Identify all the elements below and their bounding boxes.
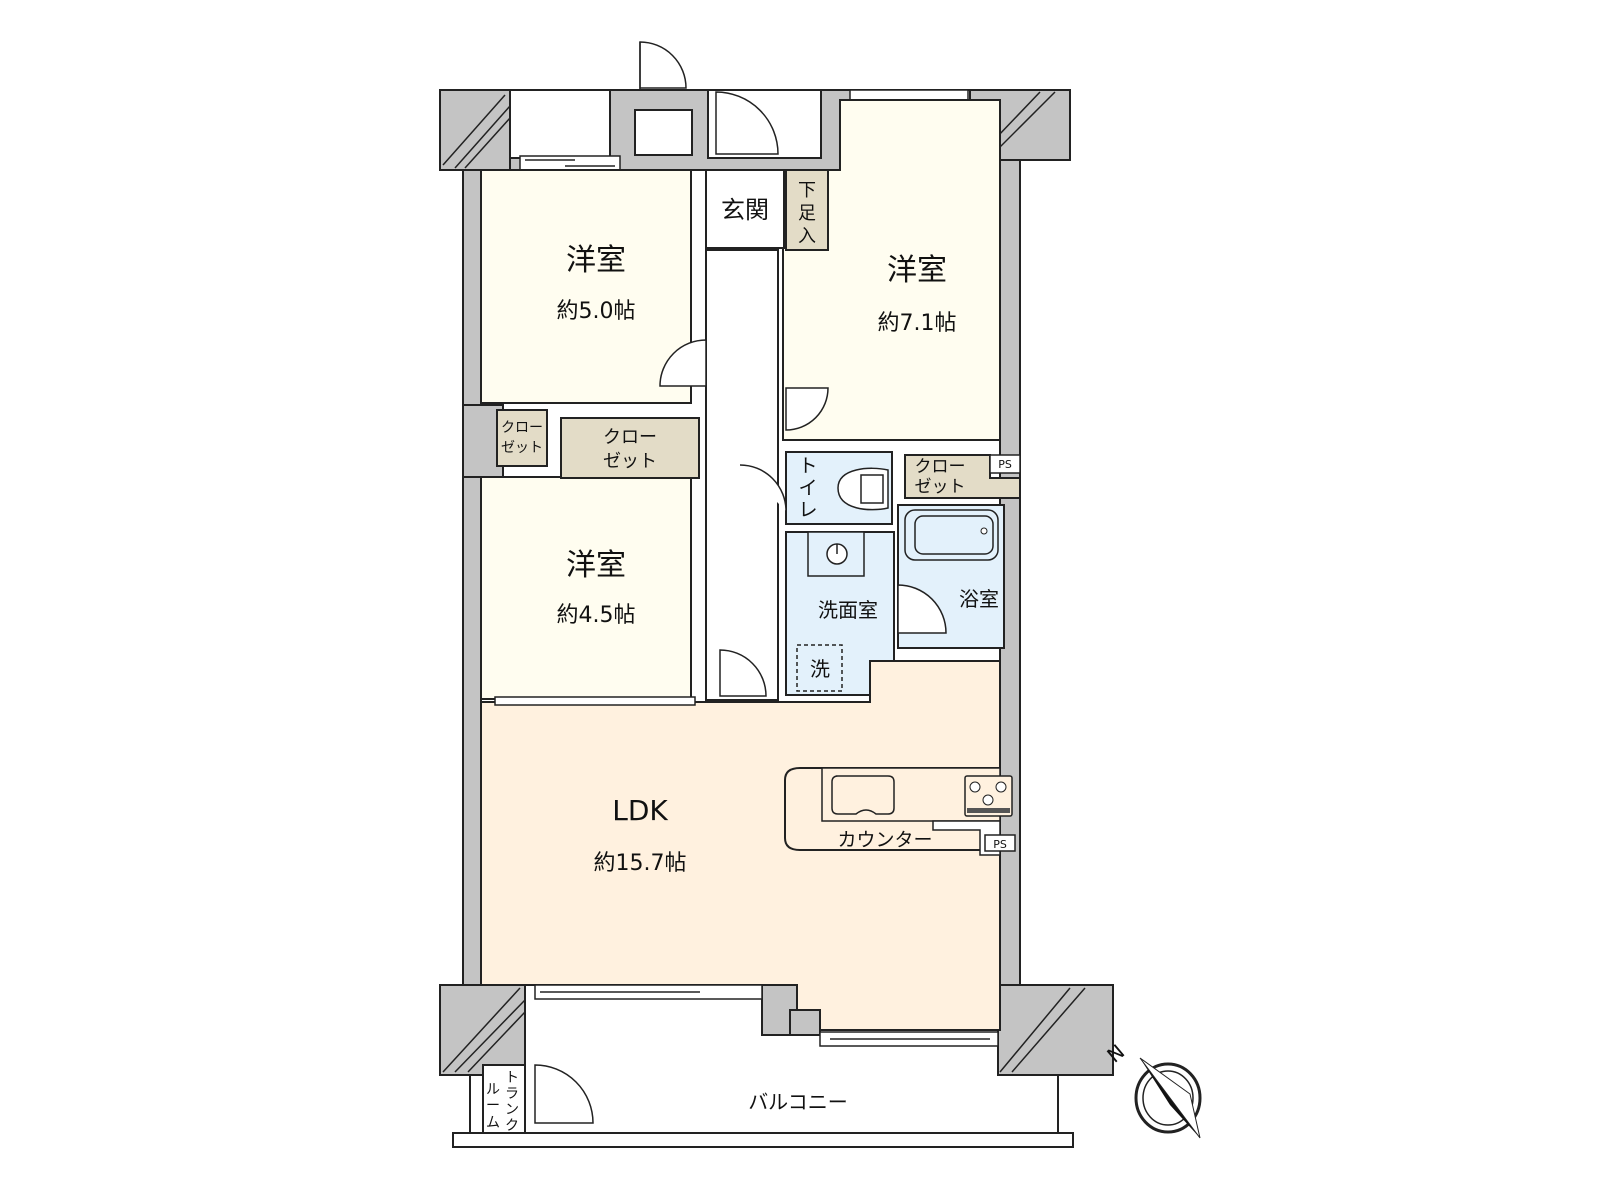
toilet-fixture-icon (837, 467, 889, 511)
room2-name: 洋室 (887, 253, 947, 288)
closet-right-line1: クロー (915, 457, 966, 477)
trunk-room-col1-3: ム (486, 1115, 500, 1131)
trunk-room-col2-2: ラ (505, 1086, 519, 1102)
trunk-room-col1-2: ー (486, 1098, 500, 1114)
compass-icon: N (1102, 1039, 1202, 1139)
entrance (705, 169, 785, 249)
counter-label: カウンター (837, 829, 932, 851)
entrance-label: 玄関 (721, 196, 769, 224)
ldk-windows (534, 984, 999, 1047)
closet-right-line2: ゼット (915, 477, 966, 497)
ldk-size: 約15.7帖 (594, 851, 687, 876)
ldk-name: LDK (612, 794, 668, 827)
washroom-label: 洗面室 (818, 598, 878, 622)
room1-name: 洋室 (566, 243, 626, 278)
trunk-room-door-icon (534, 1064, 594, 1124)
room-sliding-doors (494, 696, 696, 706)
closet-small-line1: クロー (501, 420, 543, 436)
balcony (452, 1075, 1074, 1148)
ps-box-upper (989, 454, 1021, 474)
bathroom-door-icon (897, 584, 947, 634)
ps-label-upper: PS (998, 458, 1012, 471)
toilet-char-3: レ (798, 499, 817, 521)
room3-name: 洋室 (566, 548, 626, 583)
shoe-cabinet-char-3: 入 (798, 226, 816, 247)
closet-mid-line2: ゼット (603, 451, 657, 472)
entrance-doors (639, 41, 779, 155)
trunk-room (482, 1064, 526, 1134)
trunk-room-col2-3: ン (505, 1102, 519, 1118)
balcony-label: バルコニー (748, 1090, 848, 1114)
interior-doors (659, 339, 829, 697)
trunk-room-col2-1: ト (505, 1070, 519, 1086)
trunk-room-col2-4: ク (505, 1118, 519, 1134)
toilet-char-2: イ (798, 477, 817, 499)
bathroom-label: 浴室 (959, 587, 999, 611)
room-western-4-5 (480, 476, 692, 700)
shoe-cabinet-char-1: 下 (798, 180, 816, 201)
kitchen-sink-icon (831, 775, 895, 815)
room3-size: 約4.5帖 (557, 603, 636, 628)
trunk-room-col1-1: ル (486, 1082, 500, 1098)
ps-niche-lower (932, 820, 1001, 856)
room-western-5-0 (480, 169, 692, 404)
closet-small-line2: ゼット (501, 440, 543, 456)
washer-label: 洗 (810, 657, 830, 681)
washer-space (796, 644, 843, 692)
shoe-cabinet-char-2: 足 (798, 203, 816, 224)
toilet-char-1: ト (798, 455, 817, 477)
ps-label-lower: PS (993, 838, 1007, 851)
cooktop-icon (964, 775, 1013, 817)
room2-size: 約7.1帖 (878, 311, 957, 336)
room1-size: 約5.0帖 (557, 299, 636, 324)
shoe-cabinet (785, 169, 829, 251)
ps-box-lower (984, 834, 1016, 852)
closet-mid (560, 417, 700, 479)
closet-mid-line1: クロー (603, 427, 657, 448)
closet-small (496, 409, 548, 467)
